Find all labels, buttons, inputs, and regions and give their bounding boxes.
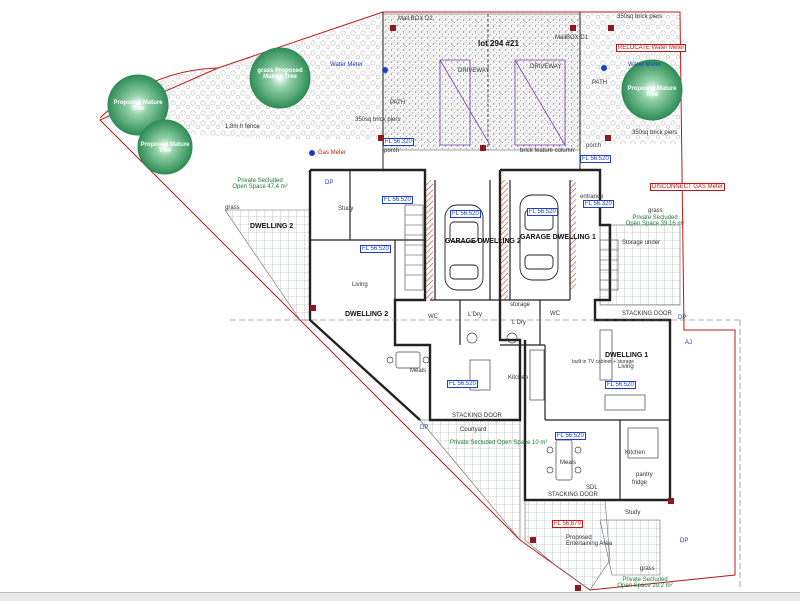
dwelling2-label-a: DWELLING 2 (250, 223, 294, 230)
downpipe-2: DP (678, 315, 687, 321)
aj-label: AJ (685, 340, 693, 346)
dwelling2-label-b: DWELLING 2 (345, 311, 389, 318)
stairs (404, 204, 619, 291)
private-space-bottom: Private Secluded Open Space 29.2 m² (617, 577, 673, 589)
kitchen-right-label: Kitchen (625, 450, 646, 456)
front-garden (100, 14, 383, 140)
floor-level-6: FL 56.520 (360, 245, 391, 253)
floor-level-7: FL 56.520 (447, 380, 478, 388)
brick-feature-label: brick feature column (520, 148, 575, 154)
grass-right-label: grass (648, 208, 663, 214)
gas-meter-label: Gas Meter (318, 150, 347, 156)
driveway (382, 13, 581, 151)
floor-level-1: FL 56.320 (383, 138, 414, 146)
pantry-label: pantry (636, 472, 653, 478)
paving-dwelling1 (599, 224, 681, 306)
garage-d1-label: GARAGE DWELLING 1 (520, 234, 596, 241)
water-meter-left-label: Water Meter (330, 62, 363, 68)
study-right-label: Study (625, 510, 641, 516)
fridge-label: fridge (632, 480, 648, 486)
study-left-label: Study (338, 206, 354, 212)
stacking-door-bottom-label: STACKING DOOR (548, 492, 598, 498)
porch-right-label: porch (586, 143, 602, 149)
disconnect-gas-label: DISCONNECT GAS Meter (650, 183, 725, 191)
ldry-left-label: L'Dry (468, 312, 482, 318)
downpipe-4: DP (420, 425, 429, 431)
brick-piers-top-label: 350sq brick piers (617, 14, 663, 20)
floor-level-8: FL 56.520 (605, 381, 636, 389)
water-meter-right-label: Water Meter (628, 62, 661, 68)
floor-level-10: FL 56.870 (552, 520, 583, 528)
storage-under-label: Storage under (622, 240, 661, 246)
tree-left (107, 74, 169, 136)
downpipe-3: DP (680, 538, 689, 544)
storage-label: storage (510, 302, 531, 308)
brick-piers-right-label: 350sq brick piers (632, 130, 678, 136)
tree-top (249, 47, 311, 109)
tree-mid (137, 119, 193, 175)
living-right-label: Living (618, 364, 634, 370)
wc-right-label: WC (550, 311, 560, 317)
floor-level-11: FL 56.320 (583, 200, 614, 208)
furniture (386, 329, 659, 481)
entrance-label: entrance (580, 194, 604, 200)
floor-level-5: FL 56.520 (527, 208, 558, 216)
tv-cabinet-label: built in TV cabinet + storage (572, 359, 635, 365)
private-space-right: Private Secluded Open Space 39.16 m² (625, 215, 685, 227)
tree-right-label: Proposed Mature Tree (627, 86, 677, 98)
driveway-right-label: DRIVEWAY (530, 64, 562, 70)
site-boundary (99, 11, 736, 591)
tree-right (621, 59, 683, 121)
path-right-label: PATH (592, 80, 608, 86)
stacking-door-left-label: STACKING DOOR (452, 413, 502, 419)
mailbox-d1-label: MailBOX D1 (555, 35, 589, 41)
relocate-meter-label: RELOCATE Water Meter (616, 44, 687, 52)
kitchen-left-label: Kitchen (508, 375, 529, 381)
courtyard-label: Courtyard (460, 427, 487, 433)
dwelling1-label: DWELLING 1 (605, 352, 649, 359)
porch-left-label: porch (384, 148, 400, 154)
meals-right-label: Meals (560, 460, 577, 466)
brick-piers (310, 25, 674, 591)
stacking-door-right-label: STACKING DOOR (622, 311, 672, 317)
courtyard-area-label: Private Secluded Open Space 10 m² (450, 440, 548, 446)
wc-left-label: WC (428, 314, 438, 320)
status-bar (0, 592, 800, 601)
path-left-label: PATH (390, 100, 406, 106)
meals-left-label: Meals (410, 368, 427, 374)
floor-level-9: FL 56.520 (555, 432, 586, 440)
garage-d2-label: GARAGE DWELLING 2 (445, 238, 521, 245)
brick-piers-mid-label: 350sq brick piers (355, 117, 401, 123)
living-left-label: Living (352, 282, 368, 288)
courtyard-paving (419, 419, 521, 541)
floor-level-3: FL 56.520 (382, 196, 413, 204)
floor-level-2: FL 56.520 (580, 155, 611, 163)
tree-mid-label: Proposed Mature Tree (140, 142, 190, 154)
car-dwelling2 (444, 204, 484, 291)
lot-number: lot 294 #21 (478, 39, 519, 48)
driveway-left-label: DRIVEWAY (458, 68, 490, 74)
fence-label: 1.8m h fence (225, 124, 260, 130)
mailbox-d2-label: Mail BOX D2 (398, 16, 433, 22)
tree-top-label: grass Proposed Mature Tree (257, 68, 303, 80)
tree-left-label: Proposed Mature Tree (113, 100, 163, 112)
grass-left-label: grass (225, 205, 240, 211)
private-space-left: Private Secluded Open Space 47.4 m² (232, 178, 288, 190)
ldry-right-label: L'Dry (512, 320, 526, 326)
sdl-label: SDL (586, 485, 598, 491)
grass-bottom-label: grass (640, 566, 655, 572)
entertaining-area-label: Proposed Entertaining Area (566, 535, 613, 547)
downpipe-1: DP (325, 180, 334, 186)
floor-level-4: FL 56.520 (450, 210, 481, 218)
